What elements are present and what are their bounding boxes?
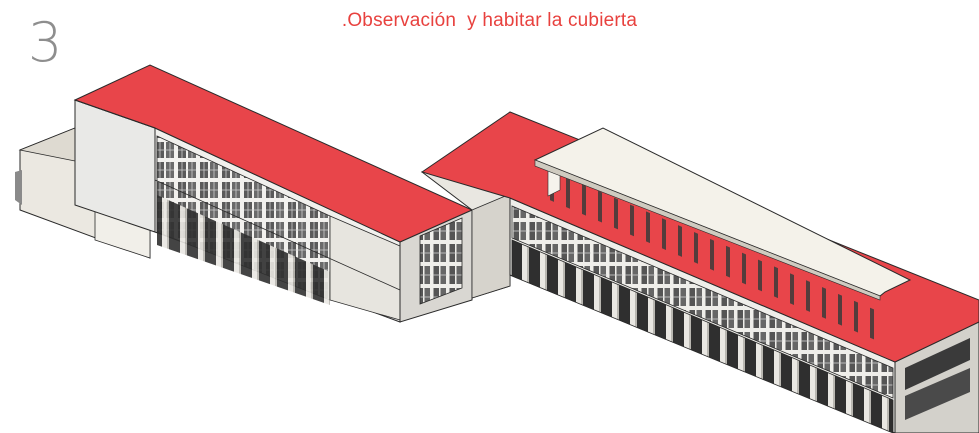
right-block [420,111,979,433]
section-number: 3 [28,11,63,74]
left-block [73,64,474,323]
slide-title: .Observación y habitar la cubierta [341,10,638,31]
